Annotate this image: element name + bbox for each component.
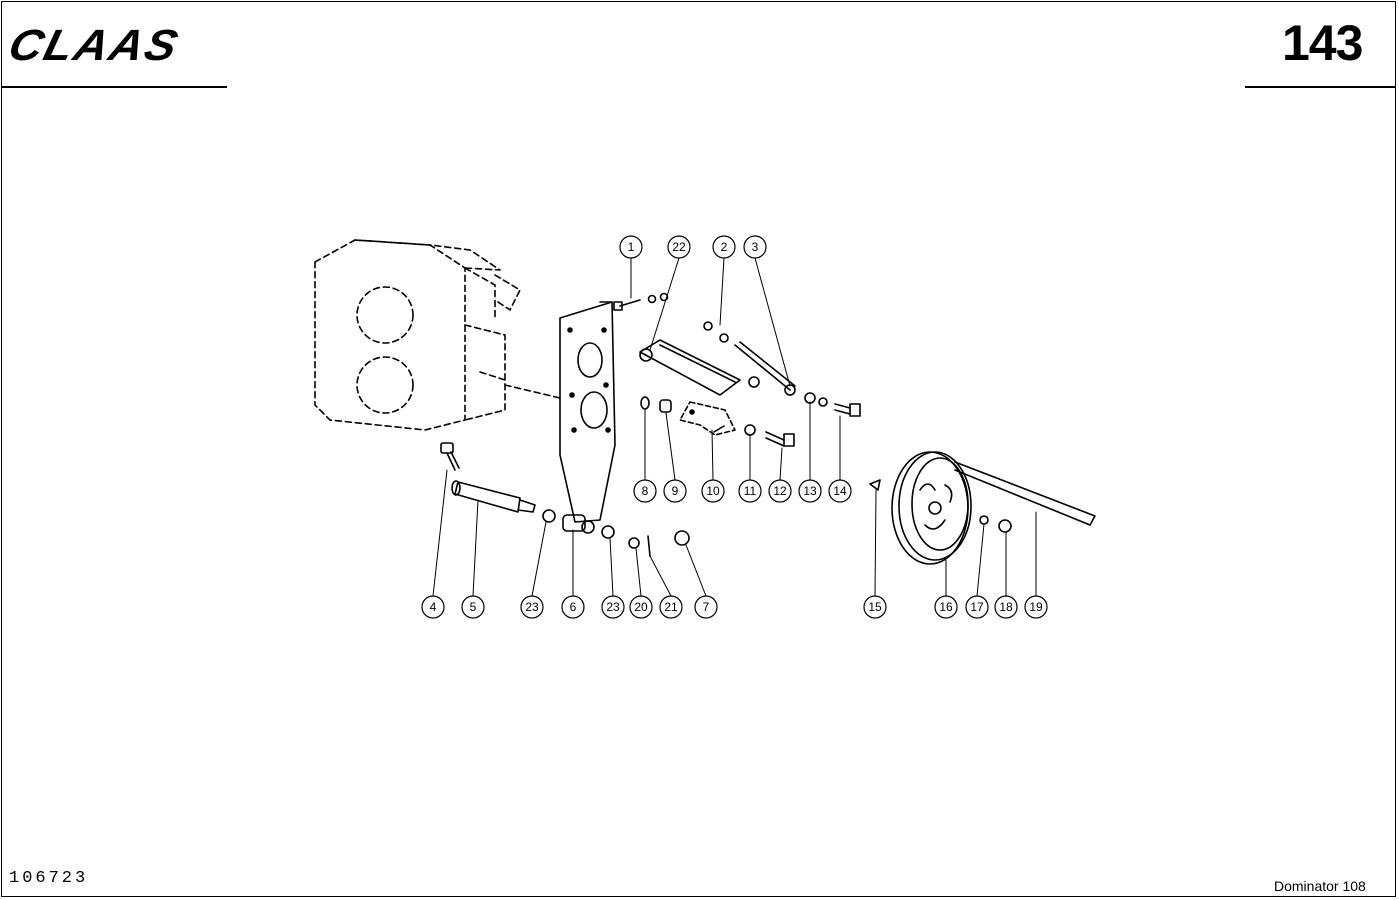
pin-21 <box>647 535 651 557</box>
nut-18 <box>998 519 1012 533</box>
page-number: 143 <box>1282 15 1363 71</box>
header-rule-left <box>1 86 227 88</box>
callout-1 <box>619 235 643 259</box>
bushing-9 <box>659 399 672 413</box>
callout-17 <box>965 595 989 619</box>
bracket-plate <box>559 301 616 534</box>
adjust-rod <box>703 321 796 396</box>
callout-label: 16 <box>939 600 953 614</box>
gearbox-housing <box>314 239 561 431</box>
callout-label: 19 <box>1029 600 1043 614</box>
callout-18 <box>994 595 1018 619</box>
callout-23a <box>520 595 544 619</box>
bolt-1 <box>613 292 669 311</box>
callout-22 <box>667 235 691 259</box>
drawing-number: 106723 <box>9 869 89 888</box>
bushing-23b <box>601 525 615 539</box>
tensioner-arm <box>639 339 741 436</box>
callout-9 <box>663 479 687 503</box>
callout-15 <box>863 595 887 619</box>
callout-label: 12 <box>773 484 787 498</box>
callout-label: 10 <box>706 484 720 498</box>
callout-14 <box>828 479 852 503</box>
header-rule-right <box>1245 86 1396 88</box>
callout-2 <box>712 235 736 259</box>
callout-label: 6 <box>570 600 577 614</box>
callout-6 <box>561 595 585 619</box>
bolt-4 <box>440 442 460 471</box>
callout-label: 5 <box>470 600 477 614</box>
callout-label: 2 <box>721 240 728 254</box>
washer-17 <box>979 515 989 525</box>
callout-label: 1 <box>628 240 635 254</box>
bolt-12 <box>765 431 795 447</box>
callout-label: 3 <box>752 240 759 254</box>
callout-label: 14 <box>833 484 847 498</box>
callout-label: 7 <box>703 600 710 614</box>
washer-11 <box>744 424 756 436</box>
callout-label: 20 <box>634 600 648 614</box>
callout-16 <box>934 595 958 619</box>
callout-label: 15 <box>868 600 882 614</box>
callout-21 <box>659 595 683 619</box>
bolt-14 <box>804 392 861 417</box>
callout-10 <box>701 479 725 503</box>
callout-label: 9 <box>672 484 679 498</box>
callout-label: 13 <box>803 484 817 498</box>
callout-13 <box>798 479 822 503</box>
callout-8 <box>633 479 657 503</box>
callout-4 <box>421 595 445 619</box>
callout-label: 23 <box>525 600 539 614</box>
callout-19 <box>1024 595 1048 619</box>
key-15 <box>869 479 881 491</box>
callout-20 <box>629 595 653 619</box>
nut-7 <box>674 530 690 546</box>
pulley <box>891 451 972 565</box>
callout-label: 18 <box>999 600 1013 614</box>
callout-label: 8 <box>642 484 649 498</box>
callout-12 <box>768 479 792 503</box>
callout-label: 23 <box>606 600 620 614</box>
bushing-23a <box>542 509 556 523</box>
callout-11 <box>738 479 762 503</box>
callout-label: 4 <box>430 600 437 614</box>
pin-shaft <box>451 480 536 513</box>
washer-20 <box>628 537 640 549</box>
callout-7 <box>694 595 718 619</box>
callout-label: 17 <box>970 600 984 614</box>
callout-3 <box>743 235 767 259</box>
model-name: Dominator 108 <box>1274 878 1366 894</box>
callout-label: 11 <box>744 484 757 498</box>
callout-5 <box>461 595 485 619</box>
callout-label: 22 <box>672 240 686 254</box>
callout-23b <box>601 595 625 619</box>
callout-label: 21 <box>664 600 678 614</box>
v-belt <box>954 461 1096 526</box>
washer-8 <box>640 396 650 410</box>
